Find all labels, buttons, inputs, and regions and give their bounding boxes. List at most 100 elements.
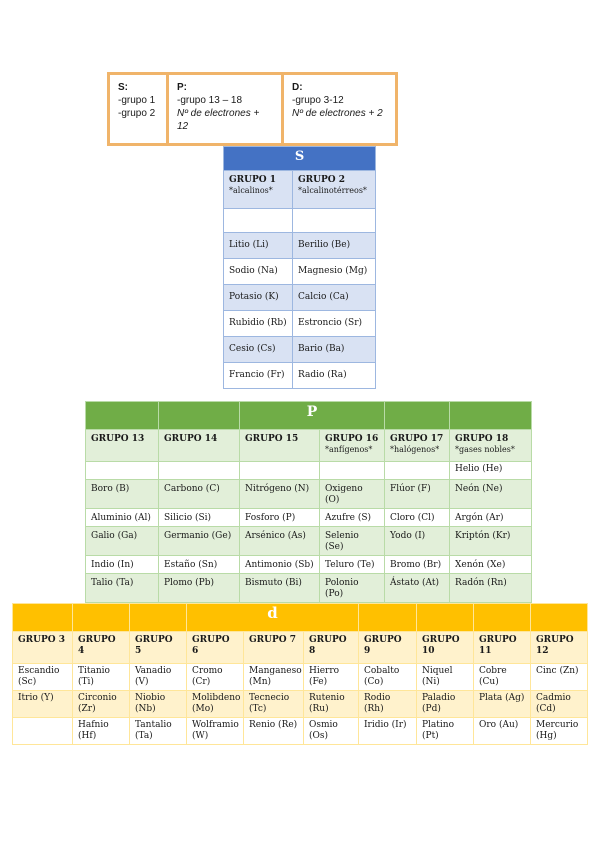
s-cell: Berilio (Be) (291, 232, 377, 259)
d-header-cell: GRUPO 9 (358, 631, 417, 664)
s-cell: Rubidio (Rb) (223, 310, 293, 337)
d-cell: Tecnecio (Tc) (243, 690, 304, 718)
legend-p-head: P: (177, 82, 187, 93)
d-cell: Niobio (Nb) (129, 690, 187, 718)
d-cell: Oro (Au) (473, 717, 531, 745)
d-cell: Manganeso (Mn) (243, 663, 304, 691)
p-cell: Cloro (Cl) (384, 508, 450, 527)
d-cell: Plata (Ag) (473, 690, 531, 718)
p-cell: Aluminio (Al) (85, 508, 159, 527)
s-cell: Potasio (K) (223, 284, 293, 311)
p-cell: Fosforo (P) (239, 508, 320, 527)
s-table-title: S (222, 146, 377, 171)
p-header-label: GRUPO 13 (91, 434, 145, 444)
p-title-cell (85, 401, 159, 430)
d-header-cell: GRUPO 10 (416, 631, 474, 664)
legend-p-line1: -grupo 13 – 18 (177, 95, 243, 106)
d-title-cell (530, 603, 588, 632)
p-cell: Antimonio (Sb) (239, 555, 320, 574)
p-header-sub: *gases nobles* (455, 445, 515, 454)
d-cell: Cromo (Cr) (186, 663, 244, 691)
p-header-label: GRUPO 14 (164, 434, 218, 444)
p-cell: Carbono (C) (158, 479, 240, 509)
legend-s-line1: -grupo 1 (118, 95, 156, 106)
d-cell: Mercurio (Hg) (530, 717, 588, 745)
s-header-group1: GRUPO 1 *alcalinos* (223, 170, 293, 209)
p-cell: Nitrógeno (N) (239, 479, 320, 509)
s-header-group2-sub: *alcalinotérreos* (298, 186, 367, 195)
p-cell: Selenio (Se) (319, 526, 385, 556)
d-header-cell: GRUPO 7 (243, 631, 304, 664)
s-header-group1-label: GRUPO 1 (229, 175, 277, 185)
p-title-cell (384, 401, 450, 430)
d-cell (12, 717, 73, 745)
legend-s-head: S: (118, 82, 128, 93)
d-cell: Iridio (Ir) (358, 717, 417, 745)
p-cell: Radón (Rn) (449, 573, 532, 603)
legend-p-line2: Nº de electrones + 12 (177, 108, 260, 132)
d-cell: Rutenio (Ru) (303, 690, 359, 718)
p-cell: Bismuto (Bi) (239, 573, 320, 603)
s-cell: Magnesio (Mg) (291, 258, 377, 285)
p-cell: Galio (Ga) (85, 526, 159, 556)
s-block-table: S GRUPO 1 *alcalinos* GRUPO 2 *alcalinot… (222, 146, 377, 389)
d-cell: Cinc (Zn) (530, 663, 588, 691)
d-cell: Rodio (Rh) (358, 690, 417, 718)
legend-d-box: D: -grupo 3-12 Nº de electrones + 2 (284, 72, 398, 146)
p-cell: Germanio (Ge) (158, 526, 240, 556)
p-cell: Yodo (I) (384, 526, 450, 556)
s-blank-cell (291, 208, 377, 233)
p-cell: Polonio (Po) (319, 573, 385, 603)
d-header-cell: GRUPO 6 (186, 631, 244, 664)
p-cell: Ástato (At) (384, 573, 450, 603)
p-header-label: GRUPO 15 (245, 434, 299, 444)
p-cell: Teluro (Te) (319, 555, 385, 574)
d-cell: Vanadio (V) (129, 663, 187, 691)
s-header-group2: GRUPO 2 *alcalinotérreos* (291, 170, 377, 209)
legend: S: -grupo 1 -grupo 2 P: -grupo 13 – 18 N… (107, 72, 398, 146)
d-table-title: d (186, 603, 359, 632)
d-cell: Paladio (Pd) (416, 690, 474, 718)
d-header-cell: GRUPO 3 (12, 631, 73, 664)
d-cell: Tantalio (Ta) (129, 717, 187, 745)
d-cell: Cobre (Cu) (473, 663, 531, 691)
p-header-cell: GRUPO 15 (239, 429, 320, 462)
p-cell: Kriptón (Kr) (449, 526, 532, 556)
p-cell: Arsénico (As) (239, 526, 320, 556)
legend-s-line2: -grupo 2 (118, 108, 156, 119)
d-header-cell: GRUPO 4 (72, 631, 130, 664)
s-cell: Estroncio (Sr) (291, 310, 377, 337)
p-title-cell (158, 401, 240, 430)
p-cell (85, 461, 159, 480)
d-header-cell: GRUPO 8 (303, 631, 359, 664)
d-cell: Hierro (Fe) (303, 663, 359, 691)
p-cell (239, 461, 320, 480)
p-header-cell: GRUPO 14 (158, 429, 240, 462)
d-cell: Renio (Re) (243, 717, 304, 745)
p-cell: Argón (Ar) (449, 508, 532, 527)
d-title-cell (72, 603, 130, 632)
p-cell (384, 461, 450, 480)
p-cell: Xenón (Xe) (449, 555, 532, 574)
s-header-group1-sub: *alcalinos* (229, 186, 273, 195)
d-cell: Niquel (Ni) (416, 663, 474, 691)
p-header-cell: GRUPO 13 (85, 429, 159, 462)
p-header-cell: GRUPO 18*gases nobles* (449, 429, 532, 462)
d-cell: Molibdeno (Mo) (186, 690, 244, 718)
p-cell: Neón (Ne) (449, 479, 532, 509)
legend-d-line2: Nº de electrones + 2 (292, 108, 383, 119)
p-header-cell: GRUPO 17*halógenos* (384, 429, 450, 462)
p-header-label: GRUPO 17 (390, 434, 444, 444)
d-cell: Osmio (Os) (303, 717, 359, 745)
legend-d-line1: -grupo 3-12 (292, 95, 344, 106)
p-block-table: P GRUPO 13 GRUPO 14 GRUPO 15 GRUPO 16*an… (85, 401, 532, 603)
s-cell: Litio (Li) (223, 232, 293, 259)
d-cell: Escandio (Sc) (12, 663, 73, 691)
p-header-sub: *anfígenos* (325, 445, 373, 454)
p-cell: Azufre (S) (319, 508, 385, 527)
p-cell: Bromo (Br) (384, 555, 450, 574)
p-cell: Talio (Ta) (85, 573, 159, 603)
d-cell: Cobalto (Co) (358, 663, 417, 691)
s-cell: Calcio (Ca) (291, 284, 377, 311)
s-cell: Francio (Fr) (223, 362, 293, 389)
